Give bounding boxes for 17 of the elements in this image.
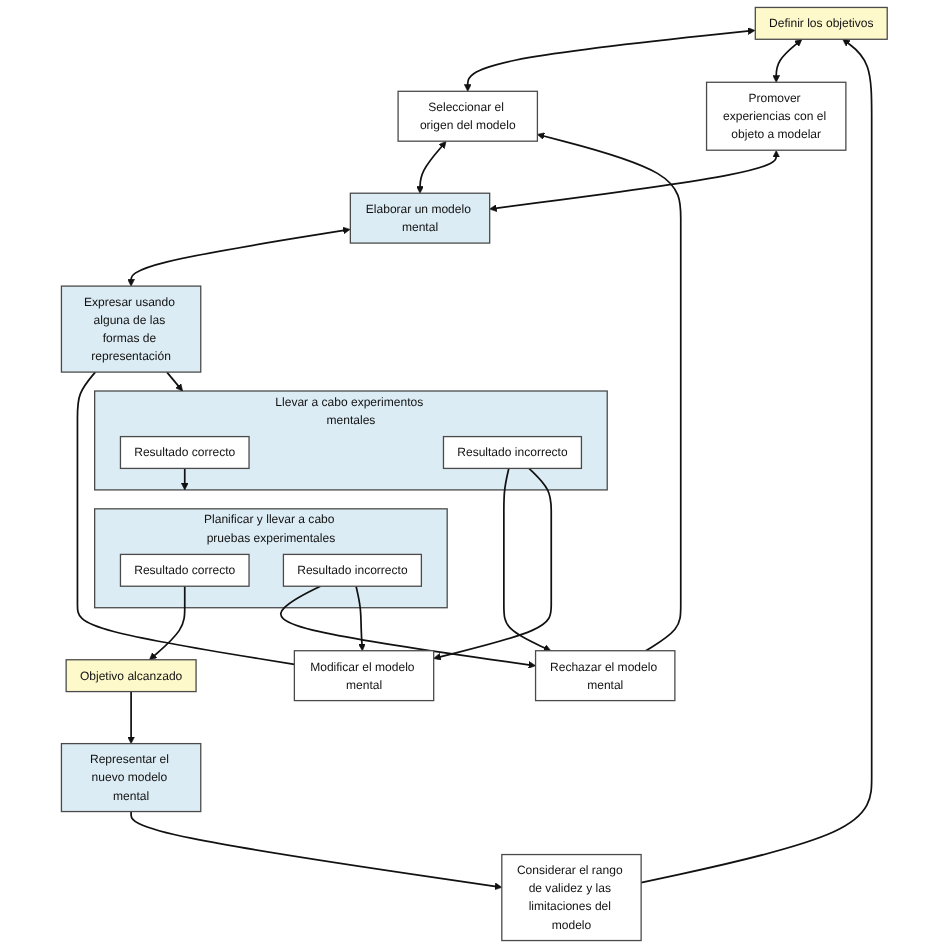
arrow bbox=[129, 810, 502, 891]
arrow bbox=[502, 467, 551, 652]
arrow bbox=[463, 27, 755, 92]
arrow bbox=[126, 226, 350, 287]
arrow bbox=[772, 39, 802, 83]
arrow bbox=[180, 467, 189, 491]
arrow bbox=[415, 141, 447, 194]
arrow bbox=[489, 150, 780, 212]
arrow bbox=[433, 467, 552, 661]
arrow bbox=[126, 690, 135, 744]
arrow bbox=[639, 38, 873, 884]
arrow bbox=[279, 585, 536, 669]
arrow bbox=[536, 132, 682, 652]
arrow bbox=[148, 585, 186, 661]
arrow bbox=[165, 371, 183, 392]
arrow bbox=[354, 585, 366, 652]
connector bbox=[76, 371, 295, 666]
